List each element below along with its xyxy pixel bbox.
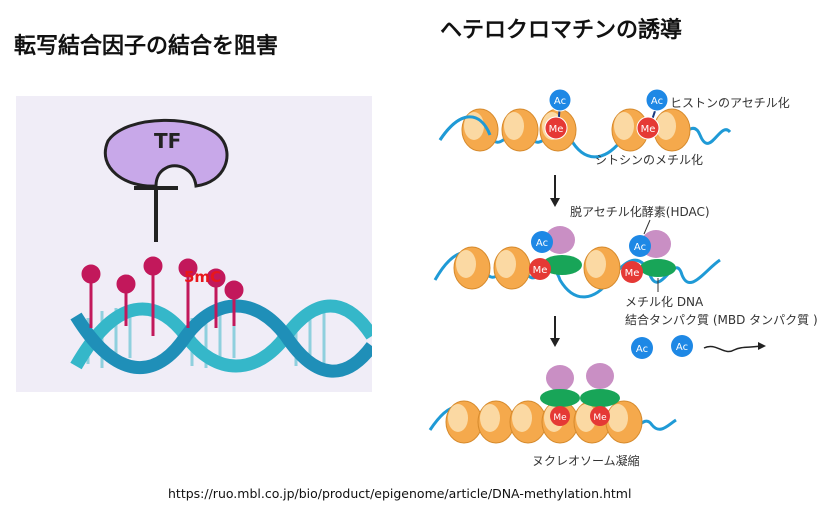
methyl-pins xyxy=(81,256,244,336)
nucleosome-condensation-label: ヌクレオソーム凝縮 xyxy=(532,453,640,468)
dna-helix xyxy=(70,299,372,378)
left-panel-title: 転写結合因子の結合を阻害 xyxy=(14,34,279,59)
mbd-label-line1: メチル化 DNA xyxy=(625,295,704,309)
svg-text:Me: Me xyxy=(625,268,640,279)
mbd-label-line2: 結合タンパク質 (MBD タンパク質 ) xyxy=(625,312,818,327)
svg-text:Me: Me xyxy=(641,124,656,135)
me-marker: Me Me xyxy=(544,116,660,140)
hdac-label: 脱アセチル化酵素(HDAC) xyxy=(570,204,710,219)
row3-condensed-chromatin: Me Me xyxy=(428,363,677,444)
row1-chromatin xyxy=(438,101,732,159)
tf-dna-svg: TF 5mC xyxy=(70,118,372,378)
mbd-protein xyxy=(542,255,582,275)
hdac-enzyme xyxy=(545,226,575,254)
right-panel-title: ヘテロクロマチンの誘導 xyxy=(440,18,683,43)
histone-acetylation-label: ヒストンのアセチル化 xyxy=(670,96,790,110)
row2-chromatin: Ac Ac Me Me xyxy=(433,219,721,299)
svg-text:Ac: Ac xyxy=(536,238,548,249)
source-url: https://ruo.mbl.co.jp/bio/product/epigen… xyxy=(168,486,632,501)
svg-text:Me: Me xyxy=(593,413,607,423)
cytosine-methylation-label: シトシンのメチル化 xyxy=(595,153,703,167)
svg-text:Ac: Ac xyxy=(636,344,648,355)
methyl-label: 5mC xyxy=(184,268,221,286)
svg-text:Me: Me xyxy=(553,413,567,423)
svg-text:Me: Me xyxy=(549,124,564,135)
tf-binding-illustration: TF 5mC xyxy=(16,96,372,392)
svg-text:Ac: Ac xyxy=(651,96,663,107)
svg-text:Me: Me xyxy=(533,265,548,276)
svg-text:Ac: Ac xyxy=(676,342,688,353)
tf-shape xyxy=(104,118,229,188)
ac-marker: Ac Ac xyxy=(548,88,669,112)
svg-text:Ac: Ac xyxy=(554,96,566,107)
svg-text:Ac: Ac xyxy=(634,242,646,253)
heterochromatin-diagram: Ac Ac Me Me ヒストンのアセチル化 シトシンのメチル化 脱アセチル化酵… xyxy=(428,88,818,468)
tf-label: TF xyxy=(154,129,181,153)
